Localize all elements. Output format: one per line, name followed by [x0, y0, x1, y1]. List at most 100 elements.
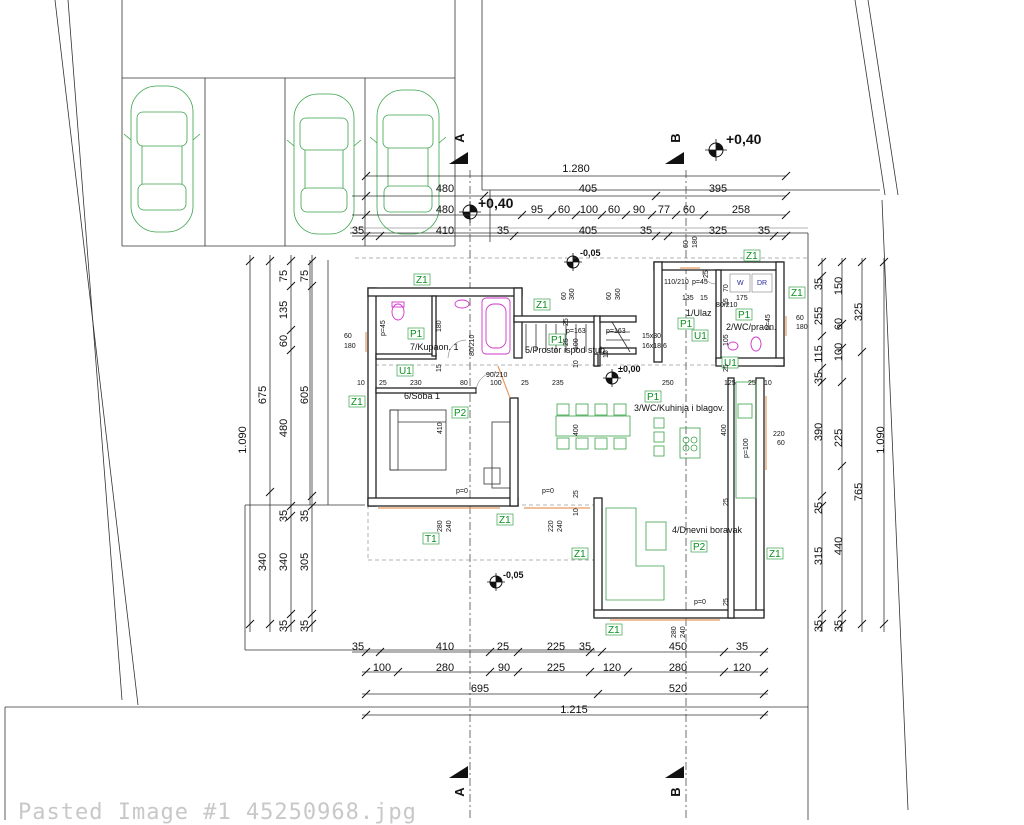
dim-left-in2-2: 35: [299, 510, 311, 522]
dim-right-mid-1: 765: [853, 483, 865, 501]
tag-p1-kupaona: P1: [410, 329, 423, 340]
idim-23: 25: [703, 270, 710, 278]
dim-top-overall: 1.280: [562, 163, 590, 175]
op-9: 240: [557, 520, 564, 532]
op-29: 60: [561, 292, 568, 300]
tag-p2-living: P2: [693, 542, 706, 553]
dim-left-outer: 1.090: [237, 426, 249, 454]
level-minus-005-entry: -0,05: [580, 248, 601, 258]
room-wc-praon: 2/WC/praon.: [726, 322, 777, 332]
dim-top-r3-0: 35: [352, 225, 364, 237]
idim-6: 235: [552, 380, 564, 387]
idim-29: 25: [723, 598, 730, 606]
room-dnevni-boravak: 4/Dnevni boravak: [672, 525, 743, 535]
op-31: 60: [606, 292, 613, 300]
dim-bot-r2-6: 120: [733, 662, 751, 674]
dim-left-in1-5: 340: [278, 553, 290, 571]
dim-right-outer: 1.090: [875, 426, 887, 454]
dim-right-in1-1: 60: [833, 318, 845, 330]
idim-27: 25: [723, 364, 730, 372]
dim-top-r2-8: 258: [732, 204, 750, 216]
dim-top-r3-6: 35: [758, 225, 770, 237]
idim-21: 10: [573, 508, 580, 516]
dim-right-in2-4: 390: [813, 423, 825, 441]
op-15: 135: [682, 295, 694, 302]
idim-1: 25: [379, 380, 387, 387]
op-6: 280: [437, 520, 444, 532]
op-23: 60: [777, 440, 785, 447]
tag-p1-wc: P1: [738, 310, 751, 321]
level-symbols: [459, 139, 727, 591]
idim-9: 25: [748, 380, 756, 387]
tag-z1-living-right: Z1: [769, 549, 781, 560]
op-33: 280: [671, 626, 678, 638]
dim-bot-r1-5: 450: [669, 641, 687, 653]
room-kupaona-1: 7/Kupaon. 1: [410, 342, 459, 352]
image-caption: Pasted Image #1 45250968.jpg: [18, 800, 417, 825]
tag-u1-soba: U1: [399, 366, 412, 377]
op-16: 15: [700, 295, 708, 302]
tag-z1-wc-top: Z1: [746, 251, 758, 262]
dim-bot-r1-2: 25: [497, 641, 509, 653]
dim-bot-r2-4: 120: [603, 662, 621, 674]
dim-right-in2-6: 315: [813, 547, 825, 565]
dim-top-r2-1: 95: [531, 204, 543, 216]
op-22: 220: [773, 431, 785, 438]
idim-25: 15: [723, 298, 730, 306]
dim-bot-r2-2: 90: [498, 662, 510, 674]
furniture: [389, 269, 773, 601]
dim-top-r2-7: 60: [683, 204, 695, 216]
site-lines: [4, 0, 909, 820]
tag-u1-wc: U1: [724, 358, 737, 369]
dim-left-in1-3: 480: [278, 419, 290, 437]
op-2: p=45: [380, 320, 387, 336]
windows: [365, 267, 787, 621]
op-7: 240: [446, 520, 453, 532]
room-kuhinja: 3/WC/Kuhinja i blagov.: [634, 403, 724, 413]
dim-top-r3-2: 35: [497, 225, 509, 237]
dim-top-r3-3: 405: [579, 225, 597, 237]
section-marker-b-top: B: [668, 133, 683, 142]
dim-left-in1-6: 35: [278, 620, 290, 632]
tag-t1-terrace: T1: [425, 534, 437, 545]
op-20: 60: [796, 315, 804, 322]
dim-top-r2-3: 100: [580, 204, 598, 216]
tag-z1-soba-bottom: Z1: [499, 515, 511, 526]
level-minus-005-terrace: -0,05: [503, 570, 524, 580]
appliance-dryer: DR: [757, 280, 767, 287]
idim-0: 10: [357, 380, 365, 387]
idim-22: 15: [603, 350, 610, 358]
idim-16: 25: [563, 318, 570, 326]
dim-right-in1-0: 150: [833, 277, 845, 295]
top-dimension-lines: [352, 171, 791, 241]
right-dimension-lines: [817, 257, 889, 632]
dim-left-in1-0: 75: [278, 270, 290, 282]
idim-7: 250: [662, 380, 674, 387]
dim-right-in1-3: 225: [833, 429, 845, 447]
op-24: p=100: [743, 438, 750, 458]
dim-bot-r1-4: 35: [579, 641, 591, 653]
op-3: 80/210: [469, 334, 476, 356]
tag-p1-kitchen: P1: [647, 392, 660, 403]
idim-3: 80: [460, 380, 468, 387]
op-11: 60: [683, 240, 690, 248]
idim-11: 410: [437, 422, 444, 434]
dim-right-in1-4: 440: [833, 537, 845, 555]
tag-p1-stairs: P1: [551, 335, 564, 346]
dim-bot-r1-1: 410: [436, 641, 454, 653]
room-ulaz: 1/Ulaz: [686, 308, 712, 318]
car-3: [369, 89, 447, 235]
tag-z1-kupaona: Z1: [416, 275, 428, 286]
op-0: 60: [344, 333, 352, 340]
idim-19: 10: [573, 360, 580, 368]
dim-bot-r2-1: 280: [436, 662, 454, 674]
op-35: p=0: [694, 599, 706, 606]
op-8: 220: [548, 520, 555, 532]
dim-bot-r2-5: 280: [669, 662, 687, 674]
dim-left-in2-1: 605: [299, 386, 311, 404]
dim-bot-r1-6: 35: [736, 641, 748, 653]
appliance-washer: W: [737, 280, 744, 287]
room-soba-1: 6/Soba 1: [404, 391, 440, 401]
dim-left-in2-0: 75: [299, 270, 311, 282]
op-25: p=163: [566, 328, 586, 335]
